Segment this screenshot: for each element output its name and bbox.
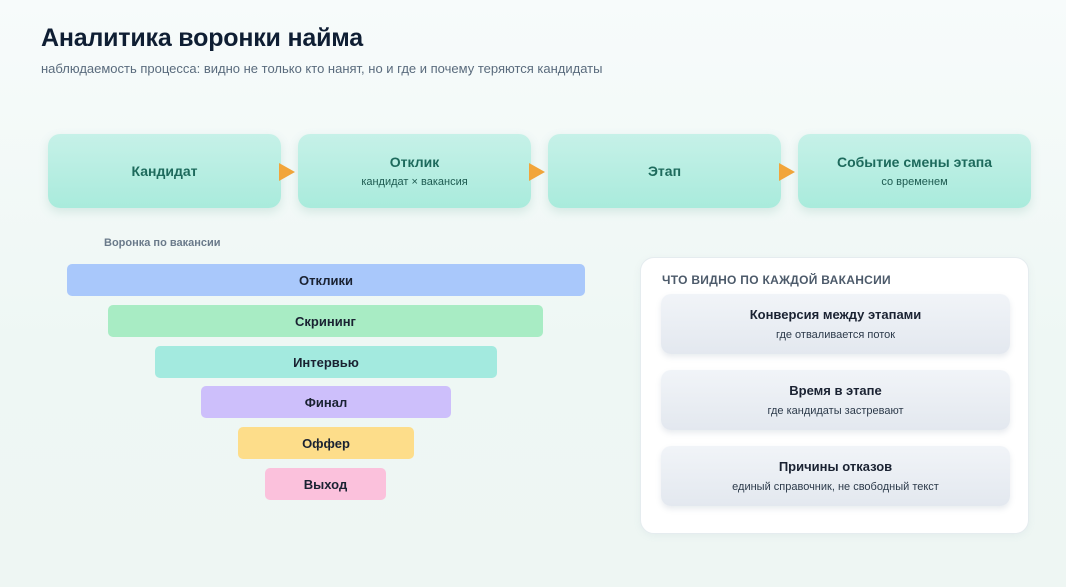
flow-step-title: Отклик (389, 154, 440, 170)
insight-card-subtitle: единый справочник, не свободный текст (732, 481, 939, 493)
flow-step-title: Кандидат (131, 163, 198, 179)
flow-step-title: Событие смены этапа (836, 154, 993, 170)
page-title: Аналитика воронки найма (41, 24, 363, 52)
funnel-stage-label: Выход (303, 476, 348, 492)
funnel-stage-label: Интервью (293, 354, 359, 370)
funnel-label: Воронка по вакансии (104, 237, 221, 249)
flow-step-candidate: Кандидат (48, 134, 281, 208)
funnel-stage-offer: Оффер (238, 427, 414, 459)
funnel-stage-label: Отклики (299, 272, 353, 288)
arrow-right-icon (529, 163, 545, 181)
funnel-stage-screening: Скрининг (108, 305, 543, 337)
insight-card-rejection-reasons: Причины отказов единый справочник, не св… (661, 446, 1010, 506)
funnel-stage-responses: Отклики (67, 264, 585, 296)
flow-step-title: Этап (647, 163, 682, 179)
funnel-stage-interview: Интервью (155, 346, 497, 378)
insights-panel: ЧТО ВИДНО ПО КАЖДОЙ ВАКАНСИИ Конверсия м… (640, 257, 1029, 534)
insight-card-title: Конверсия между этапами (749, 307, 922, 322)
flow-step-response: Отклик кандидат × вакансия (298, 134, 531, 208)
funnel-stage-final: Финал (201, 386, 451, 418)
funnel-stage-label: Оффер (302, 435, 350, 451)
arrow-right-icon (279, 163, 295, 181)
panel-title: ЧТО ВИДНО ПО КАЖДОЙ ВАКАНСИИ (662, 273, 891, 287)
page-subtitle: наблюдаемость процесса: видно не только … (41, 61, 603, 76)
flow-step-stage: Этап (548, 134, 781, 208)
funnel-stage-label: Финал (304, 394, 348, 410)
flow-step-subtitle: со временем (881, 176, 948, 188)
funnel-stage-exit: Выход (265, 468, 386, 500)
insight-card-time-in-stage: Время в этапе где кандидаты застревают (661, 370, 1010, 430)
insight-card-subtitle: где кандидаты застревают (767, 405, 904, 417)
insight-card-title: Время в этапе (789, 383, 882, 398)
insight-card-subtitle: где отваливается поток (775, 329, 896, 341)
arrow-right-icon (779, 163, 795, 181)
flow-step-stage-change-event: Событие смены этапа со временем (798, 134, 1031, 208)
flow-step-subtitle: кандидат × вакансия (361, 176, 468, 188)
insight-card-title: Причины отказов (778, 459, 893, 474)
insight-card-conversion: Конверсия между этапами где отваливается… (661, 294, 1010, 354)
funnel-stage-label: Скрининг (295, 313, 356, 329)
